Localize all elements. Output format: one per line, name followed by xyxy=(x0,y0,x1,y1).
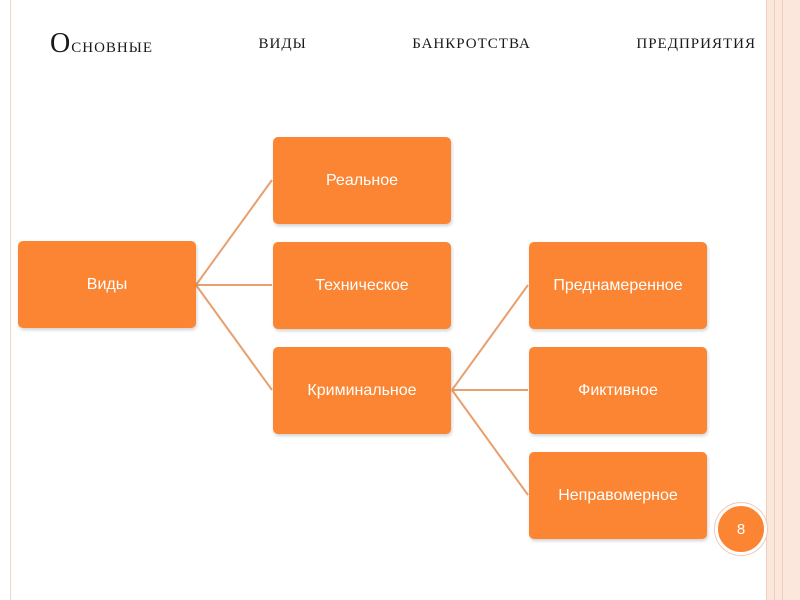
node-nepravomernoe: Неправомерное xyxy=(529,452,707,539)
node-kriminalnoe: Криминальное xyxy=(273,347,451,434)
title-word-3: банкротства xyxy=(412,28,531,53)
node-tekhnicheskoe: Техническое xyxy=(273,242,451,329)
connector-root-kriminalnoe xyxy=(195,284,273,391)
node-realnoe: Реальное xyxy=(273,137,451,224)
slide-frame-right xyxy=(766,0,800,600)
node-prednamerennoe: Преднамеренное xyxy=(529,242,707,329)
connector-kriminalnoe-prednamerennoe xyxy=(451,284,529,391)
connector-kriminalnoe-nepravomernoe xyxy=(451,389,529,496)
title-word-1: Основные xyxy=(50,28,153,59)
connector-root-realnoe xyxy=(195,179,273,286)
page-number-badge: 8 xyxy=(715,503,767,555)
title-word-4: предприятия xyxy=(636,28,756,53)
slide-frame-left xyxy=(0,0,11,600)
node-vidy: Виды xyxy=(18,241,196,328)
slide-title: Основные виды банкротства предприятия xyxy=(50,28,756,60)
title-word-2: виды xyxy=(258,28,307,53)
node-fiktivnoe: Фиктивное xyxy=(529,347,707,434)
